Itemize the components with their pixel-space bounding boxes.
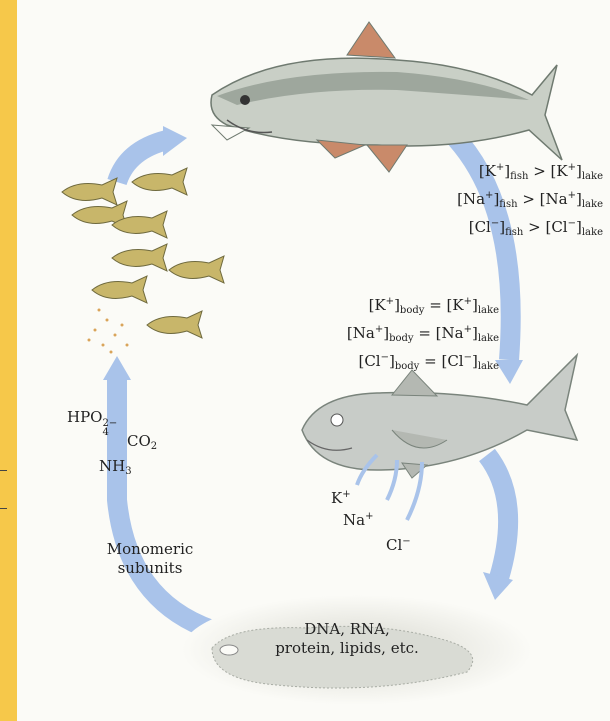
monomeric-subunits-label: Monomeric subunits bbox=[85, 540, 215, 578]
body-cl-relation: [Cl−]body = [Cl−]lake bbox=[285, 348, 499, 376]
released-cl-ion: Cl− bbox=[386, 532, 411, 555]
fish-cl-relation: [Cl−]fish > [Cl−]lake bbox=[405, 214, 603, 242]
egg-speckles bbox=[88, 309, 129, 354]
nh3-label: NH3 bbox=[99, 457, 132, 481]
body-ion-relations: [K+]body = [K+]lake [Na+]body = [Na+]lak… bbox=[285, 292, 499, 376]
phosphate-label: HPO2−4 bbox=[67, 408, 117, 437]
released-k-ion: K+ bbox=[331, 485, 351, 508]
body-k-relation: [K+]body = [K+]lake bbox=[285, 292, 499, 320]
frame-tick-mark bbox=[0, 508, 7, 509]
frame-tick-mark bbox=[0, 470, 7, 471]
macromolecules-label: DNA, RNA, protein, lipids, etc. bbox=[237, 620, 457, 658]
fish-ion-relations: [K+]fish > [K+]lake [Na+]fish > [Na+]lak… bbox=[405, 158, 603, 242]
fish-fry-school bbox=[62, 168, 224, 338]
body-na-relation: [Na+]body = [Na+]lake bbox=[285, 320, 499, 348]
life-cycle-figure: [K+]fish > [K+]lake [Na+]fish > [Na+]lak… bbox=[17, 0, 610, 721]
adult-salmon bbox=[211, 22, 562, 172]
arrow-sediment-to-monomers bbox=[117, 378, 212, 630]
fish-k-relation: [K+]fish > [K+]lake bbox=[405, 158, 603, 186]
co2-label: CO2 bbox=[127, 432, 157, 456]
released-na-ion: Na+ bbox=[343, 507, 373, 530]
arrow-dead-to-sediment bbox=[487, 455, 508, 578]
fish-na-relation: [Na+]fish > [Na+]lake bbox=[405, 186, 603, 214]
